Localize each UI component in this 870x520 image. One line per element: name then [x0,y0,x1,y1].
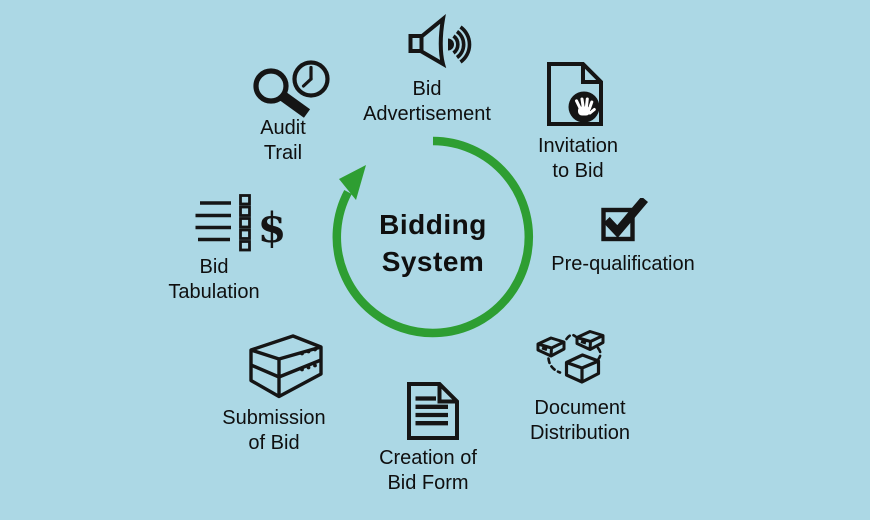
cycle-arrow-icon [332,136,534,338]
node-label: Invitation to Bid [537,135,619,182]
diagram-title-line1: Bidding [379,209,487,240]
magnifier-icon [253,68,311,118]
node-label: Bid Advertisement [363,78,491,125]
checkbox-check-icon [601,198,648,242]
node-submission-of-bid: Submission of Bid [204,333,344,454]
node-label: Submission of Bid [222,407,326,454]
diagram-title: Bidding System [333,206,533,280]
document-lines-icon [407,382,459,440]
node-label: Creation of Bid Form [379,447,477,494]
node-label: Audit Trail [260,117,306,164]
clock-icon [292,60,330,98]
node-creation-of-bid-form: Creation of Bid Form [358,382,498,494]
dollar-sign-glyph: $ [258,204,286,252]
list-dollar-icon: $ [195,194,286,252]
diagram-title-line2: System [381,246,485,277]
speaker-icon [408,14,472,69]
node-label: Document Distribution [529,397,631,444]
node-document-distribution: Document Distribution [510,329,650,445]
node-invitation-to-bid: Invitation to Bid [518,62,638,182]
node-audit-trail: Audit Trail [233,57,333,165]
document-hand-icon [547,62,603,126]
node-label: Pre-qualification [551,253,695,275]
node-pre-qualification: Pre-qualification [523,198,723,278]
server-stack-icon [249,334,323,399]
magnifier-clock-icon [253,60,330,118]
linked-boxes-icon [536,330,605,384]
node-bid-tabulation: $ Bid Tabulation [144,194,286,304]
node-bid-advertisement: Bid Advertisement [352,13,502,125]
node-label: Bid Tabulation [168,256,260,303]
